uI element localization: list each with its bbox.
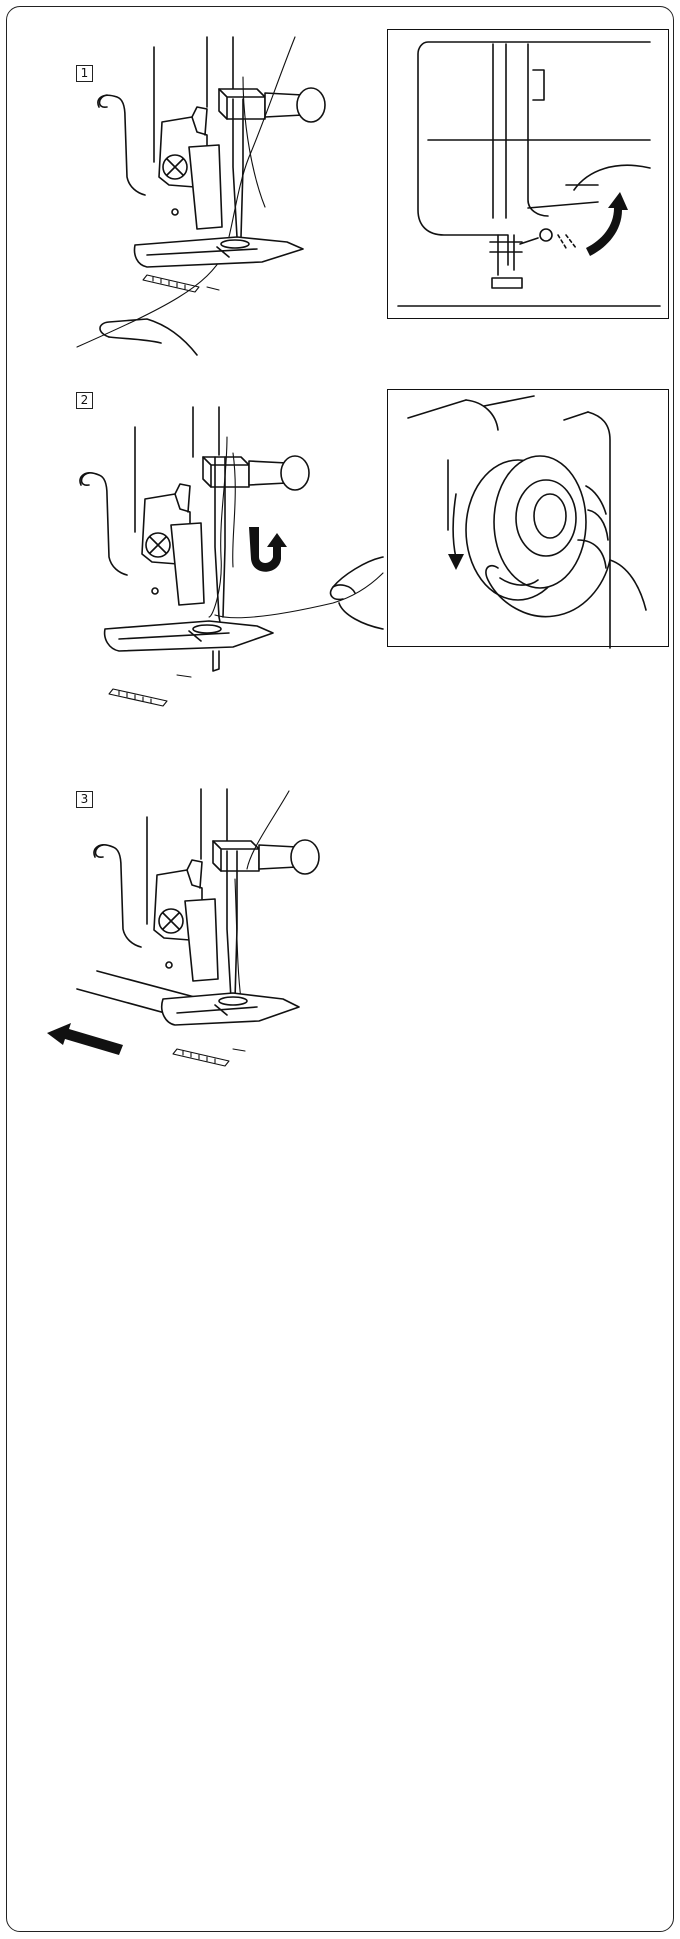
inset-handwheel <box>387 389 669 649</box>
manual-page: 1 <box>6 6 674 1932</box>
inset-take-up-lever <box>387 29 669 319</box>
presser-foot-illustration-3 <box>47 788 320 1067</box>
presser-foot-illustration-1 <box>76 36 326 356</box>
step-number-1: 1 <box>76 65 93 82</box>
step-number-3: 3 <box>76 791 93 808</box>
step-number-2: 2 <box>76 392 93 409</box>
presser-foot-illustration-2 <box>79 406 384 707</box>
machine-head-illustration <box>397 41 661 307</box>
curved-arrow-up-icon <box>586 192 628 256</box>
handwheel-illustration <box>407 395 647 649</box>
curved-arrow-down-icon <box>249 527 287 572</box>
arrow-left-icon <box>47 1023 123 1055</box>
